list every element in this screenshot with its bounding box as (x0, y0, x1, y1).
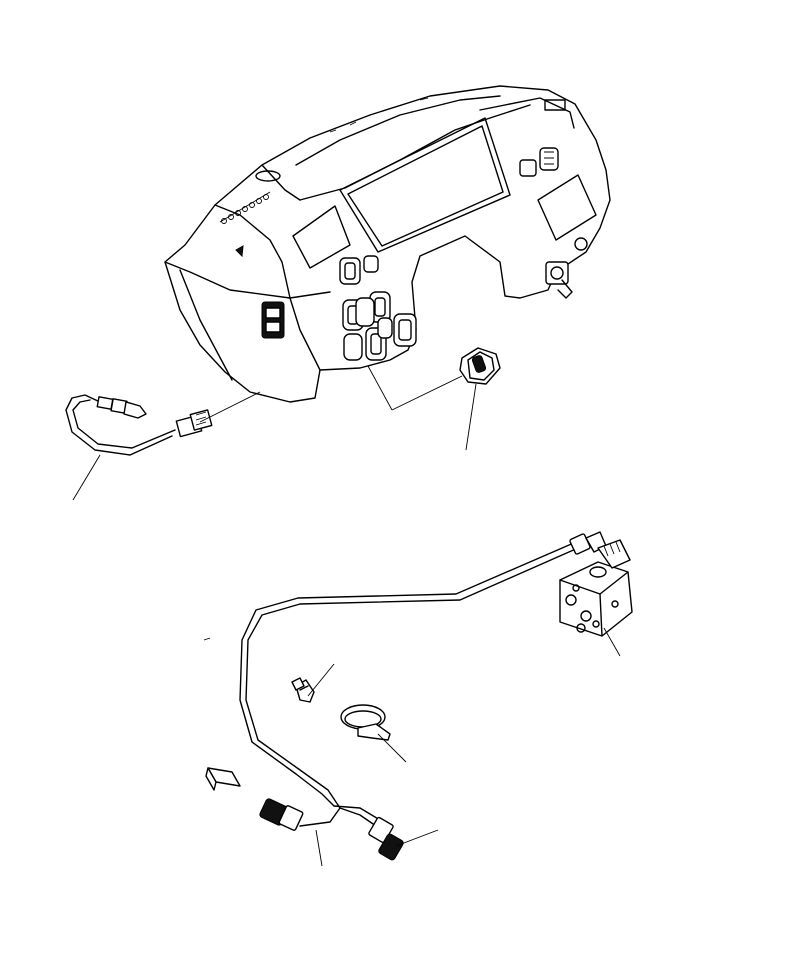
solenoid-valve (559, 539, 633, 637)
connector-plug (259, 798, 304, 831)
loose-connector (205, 767, 241, 791)
harness-clip (291, 677, 315, 703)
branch-connector (368, 816, 404, 861)
control-harness (239, 531, 607, 827)
instrument-panel (164, 85, 611, 403)
panel-wiring-harness (65, 394, 213, 456)
cable-tie (340, 704, 391, 741)
switch-bank (339, 255, 417, 361)
leader-lines (72, 365, 621, 867)
rocker-switch (459, 347, 501, 385)
vent-slots (219, 191, 271, 224)
